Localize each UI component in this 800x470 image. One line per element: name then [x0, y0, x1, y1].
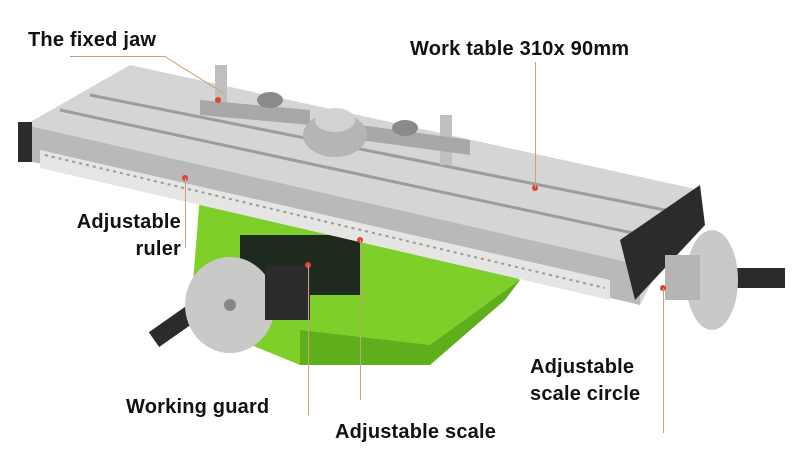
label-scale-circle-line1: Adjustable: [530, 356, 635, 378]
leader-line-adjustable-scale: [360, 240, 361, 400]
leader-line-work-table: [535, 62, 536, 188]
leader-line-working-guard: [308, 265, 309, 415]
label-work-table: Work table 310x 90mm: [410, 38, 630, 60]
label-working-guard: Working guard: [126, 396, 270, 418]
label-adjustable-scale-circle: Adjustable scale circle: [530, 355, 640, 406]
leader-line-ruler: [185, 178, 186, 248]
leader-line-scale-circle: [663, 288, 664, 433]
label-scale-circle-line2: scale circle: [530, 383, 641, 405]
label-adjustable-ruler-line1: Adjustable: [76, 211, 181, 233]
leader-line-fixed-jaw: [70, 56, 165, 57]
label-adjustable-ruler-line2: ruler: [135, 238, 181, 260]
label-adjustable-ruler: Adjustable ruler: [55, 210, 181, 261]
label-fixed-jaw: The fixed jaw: [28, 29, 157, 51]
label-adjustable-scale: Adjustable scale: [335, 421, 497, 443]
